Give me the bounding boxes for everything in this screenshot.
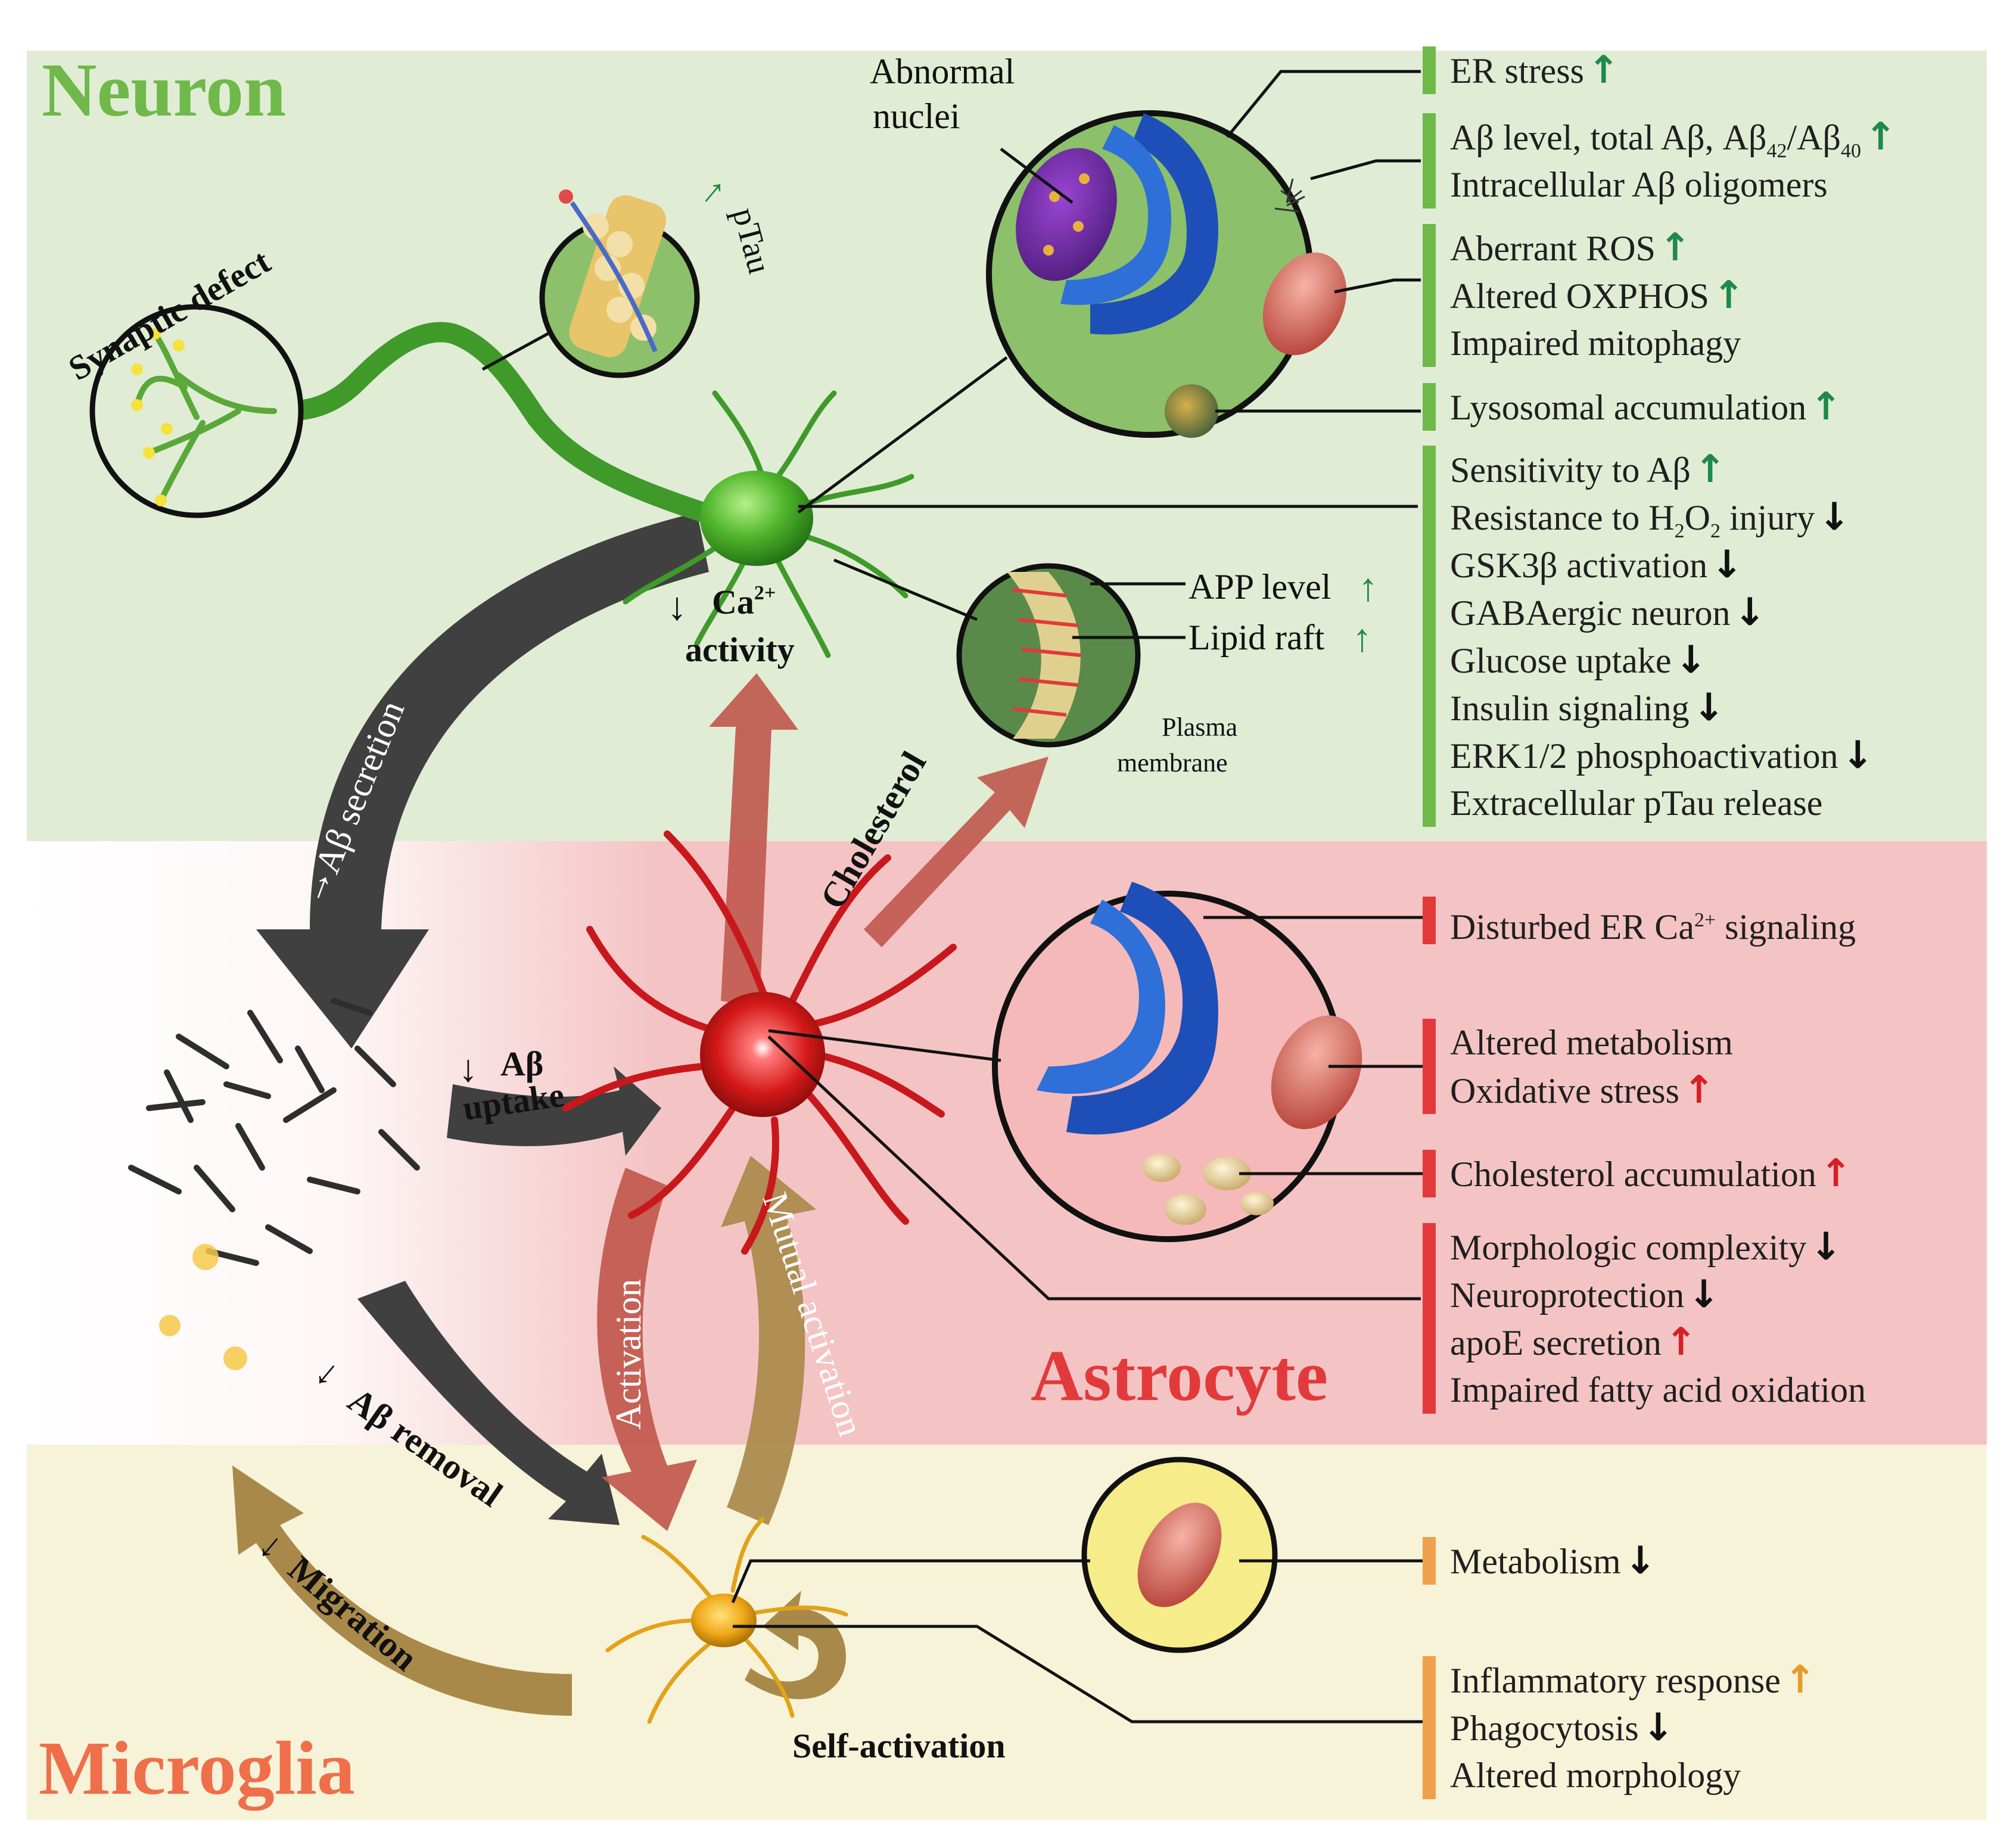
phagocytosis-item: Phagocytosis↓: [1450, 1706, 1675, 1750]
up-arrow-icon: ↑: [1659, 226, 1691, 270]
plasma-membrane-label-2: membrane: [1117, 748, 1228, 777]
gsk3b-item: GSK3β activation↓: [1450, 543, 1743, 587]
up-arrow-icon: ↑: [1694, 447, 1726, 491]
fatty-acid-item: Impaired fatty acid oxidation: [1450, 1370, 1866, 1410]
up-arrow-icon: ↑: [1810, 385, 1842, 429]
neuron-list: ER stress↑ Aβ level, total Aβ, Aβ42/Aβ40…: [1423, 46, 2000, 827]
astrocyte-cell: [562, 830, 957, 1255]
neuron-cell: [276, 322, 914, 658]
cholesterol-arrow: [864, 757, 1048, 947]
abnormal-nuclei-label-2: nuclei: [873, 97, 960, 136]
migration-arrow: [232, 1466, 572, 1716]
self-activation-label: Self-activation: [792, 1726, 1006, 1765]
app-level-label: APP level: [1188, 567, 1331, 606]
up-arrow-icon: ↑: [1819, 1152, 1852, 1196]
resistance-item: Resistance to H2O2 injury↓: [1450, 495, 1850, 542]
up-arrow-icon: ↑: [1784, 1658, 1816, 1702]
neuron-title: Neuron: [42, 48, 287, 132]
ab-secretion-arrow: [256, 512, 709, 1049]
insulin-item: Insulin signaling↓: [1450, 686, 1725, 730]
altered-metabolism-item: Altered metabolism: [1450, 1023, 1733, 1062]
inflammatory-item: Inflammatory response↑: [1450, 1658, 1816, 1702]
self-activation-arrow: [745, 1591, 846, 1700]
up-arrow-icon: ↑: [1588, 48, 1620, 92]
raft-up-icon: ↑: [1352, 617, 1372, 660]
faded-microglia: [159, 1244, 247, 1370]
neuron-organelle-inset: [986, 110, 1347, 438]
activation-label: Activation: [609, 1279, 648, 1430]
sensitivity-item: Sensitivity to Aβ↑: [1450, 447, 1726, 491]
down-arrow-icon: ↓: [1624, 1539, 1657, 1583]
glucose-item: Glucose uptake↓: [1450, 638, 1707, 682]
up-arrow-icon: ↑: [1712, 273, 1745, 318]
cholesterol-accumulation-item: Cholesterol accumulation↑: [1450, 1152, 1852, 1196]
plasma-membrane-label-1: Plasma: [1162, 713, 1237, 742]
app-up-icon: ↑: [1358, 566, 1378, 609]
microglia-list: Metabolism↓ Inflammatory response↑ Phago…: [1423, 1537, 2000, 1799]
ptau-inset: [481, 189, 700, 378]
down-arrow-icon: ↓: [1711, 543, 1743, 587]
down-arrow-icon: ↓: [1841, 733, 1874, 777]
microglia-title: Microglia: [39, 1726, 355, 1810]
impaired-mitophagy-item: Impaired mitophagy: [1450, 323, 1741, 363]
neuroprotection-item: Neuroprotection↓: [1450, 1273, 1720, 1317]
microglia-mito-inset: [1081, 1457, 1278, 1653]
ab-uptake-arrow: [447, 1066, 661, 1156]
aberrant-ros-item: Aberrant ROS↑: [1450, 226, 1691, 270]
down-arrow-icon: ↓: [1692, 686, 1725, 730]
lysosomal-item: Lysosomal accumulation↑: [1450, 385, 1842, 429]
abnormal-nuclei-label-1: Abnormal: [870, 52, 1015, 91]
disturbed-er-ca-item: Disturbed ER Ca2+ signaling: [1450, 907, 1856, 947]
astrocyte-title: Astrocyte: [1031, 1336, 1328, 1416]
up-arrow-icon: ↑: [1865, 115, 1897, 159]
astrocyte-organelle-inset: [992, 882, 1362, 1242]
down-arrow-icon: ↓: [1688, 1273, 1720, 1317]
down-arrow-icon: ↓: [1734, 590, 1766, 634]
er-stress-item: ER stress↑: [1450, 48, 1620, 92]
ab-uptake-down-icon: ↓: [459, 1047, 478, 1090]
down-arrow-icon: ↓: [1818, 495, 1850, 539]
ab-removal-arrow: [357, 1281, 620, 1525]
altered-oxphos-item: Altered OXPHOS↑: [1450, 273, 1745, 318]
intracellular-ab-item: Intracellular Aβ oligomers: [1450, 165, 1828, 204]
ca-down-icon: ↓: [667, 585, 687, 629]
activity-label: activity: [685, 630, 795, 669]
activation-arrow: [597, 1168, 697, 1531]
membrane-inset: [956, 563, 1141, 748]
ab-level-item: Aβ level, total Aβ, Aβ42/Aβ40↑: [1450, 115, 1897, 162]
erk-item: ERK1/2 phosphoactivation↓: [1450, 733, 1874, 777]
ab-uptake-label-1: Aβ: [500, 1044, 543, 1083]
altered-morphology-item: Altered morphology: [1450, 1756, 1741, 1795]
metabolism-item: Metabolism↓: [1450, 1539, 1657, 1583]
morphologic-item: Morphologic complexity↓: [1450, 1225, 1842, 1269]
down-arrow-icon: ↓: [1642, 1706, 1675, 1750]
apoe-item: apoE secretion↑: [1450, 1320, 1697, 1364]
up-arrow-icon: ↑: [1682, 1068, 1715, 1112]
down-arrow-icon: ↓: [1675, 638, 1707, 682]
gabaergic-item: GABAergic neuron↓: [1450, 590, 1766, 634]
down-arrow-icon: ↓: [1810, 1225, 1842, 1269]
microglia-cell: [605, 1517, 848, 1724]
lipid-raft-label: Lipid raft: [1188, 618, 1325, 657]
up-arrow-icon: ↑: [1664, 1320, 1697, 1364]
ca-label: Ca2+: [712, 582, 776, 621]
extracellular-ptau-item: Extracellular pTau release: [1450, 783, 1823, 823]
mutual-activation-arrow: [721, 1156, 816, 1525]
astrocyte-list: Disturbed ER Ca2+ signaling Altered meta…: [1423, 897, 2000, 1414]
oxidative-stress-item: Oxidative stress↑: [1450, 1068, 1715, 1112]
connector-lines: [731, 70, 1424, 1723]
synapse-inset: [89, 304, 304, 518]
